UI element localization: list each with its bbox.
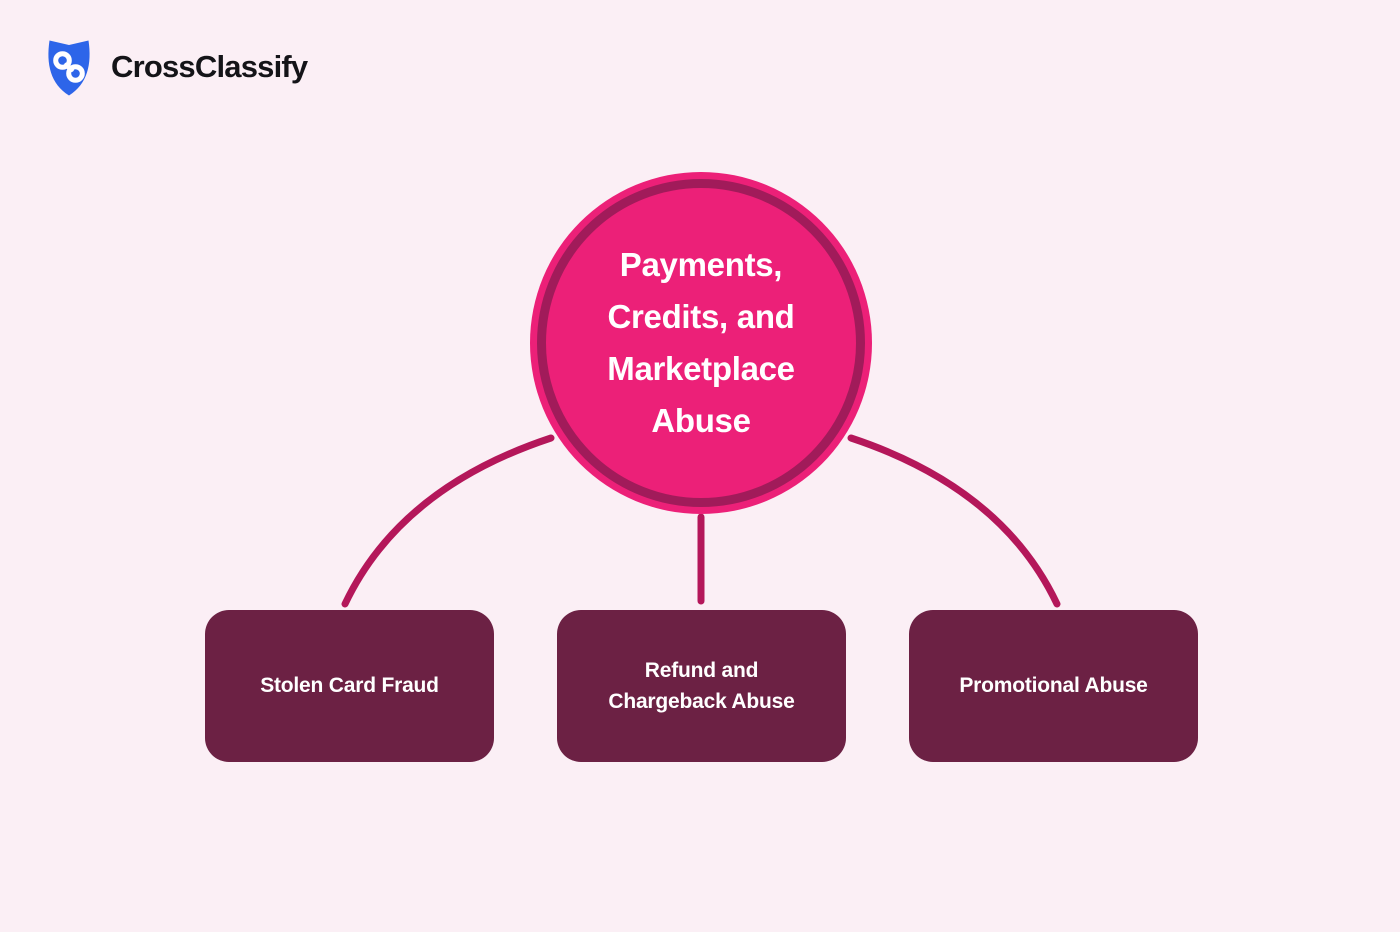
node-label: Stolen Card Fraud <box>260 674 439 698</box>
node-refund-and-chargeback-abuse[interactable]: Refund and Chargeback Abuse <box>557 610 846 762</box>
node-label: Promotional Abuse <box>959 674 1148 698</box>
brand-logo: CrossClassify <box>37 34 308 100</box>
node-promotional-abuse[interactable]: Promotional Abuse <box>909 610 1198 762</box>
connector-left <box>341 434 555 608</box>
node-label: Refund and Chargeback Abuse <box>608 658 795 714</box>
link-connector <box>64 62 74 72</box>
brand-name: CrossClassify <box>111 49 308 84</box>
shield-links-icon <box>37 34 101 100</box>
link-ring-top <box>53 51 72 70</box>
root-node-payments-credits-marketplace-abuse[interactable]: Payments, Credits, and Marketplace Abuse <box>530 172 872 514</box>
node-stolen-card-fraud[interactable]: Stolen Card Fraud <box>205 610 494 762</box>
connector-right <box>847 434 1061 608</box>
root-node-label: Payments, Credits, and Marketplace Abuse <box>607 246 795 439</box>
link-ring-bottom <box>66 64 85 83</box>
